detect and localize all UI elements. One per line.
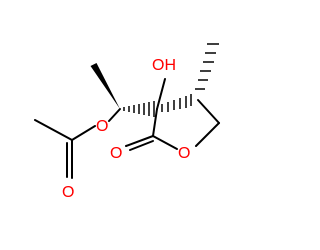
bond-lines xyxy=(34,78,220,179)
acetyl-oxygen-label: O xyxy=(62,184,74,201)
bond-carbonyl-to-ring-o xyxy=(152,135,178,150)
bond-carbonyl-to-o-2 xyxy=(129,140,154,151)
bond-ester-o-to-acetyl-c xyxy=(71,125,96,141)
hashed-bond-quaternary-to-ring-ch xyxy=(161,94,192,112)
molecule-structure: OH O O O O xyxy=(34,43,220,201)
hydroxyl-label: OH xyxy=(152,57,176,74)
wedge-bond-side-methyl xyxy=(90,63,120,109)
bond-carbonyl-to-o-1 xyxy=(125,135,154,147)
ester-oxygen-label: O xyxy=(96,118,108,135)
ring-oxygen-label: O xyxy=(178,145,190,162)
bond-quaternary-to-hydroxyl xyxy=(156,78,166,110)
bond-ring-o-to-ch2 xyxy=(195,122,220,147)
hashed-bond-side-to-quaternary xyxy=(123,101,155,117)
bond-side-carbon-to-ester-o xyxy=(108,108,121,122)
bond-ch2-to-ring-ch xyxy=(197,99,220,124)
bond-acetyl-c-to-methyl xyxy=(34,119,73,141)
bond-quaternary-to-carbonyl xyxy=(152,108,158,137)
hashed-bond-ring-methyl xyxy=(195,43,219,90)
lactone-carbonyl-oxygen-label: O xyxy=(110,145,122,162)
